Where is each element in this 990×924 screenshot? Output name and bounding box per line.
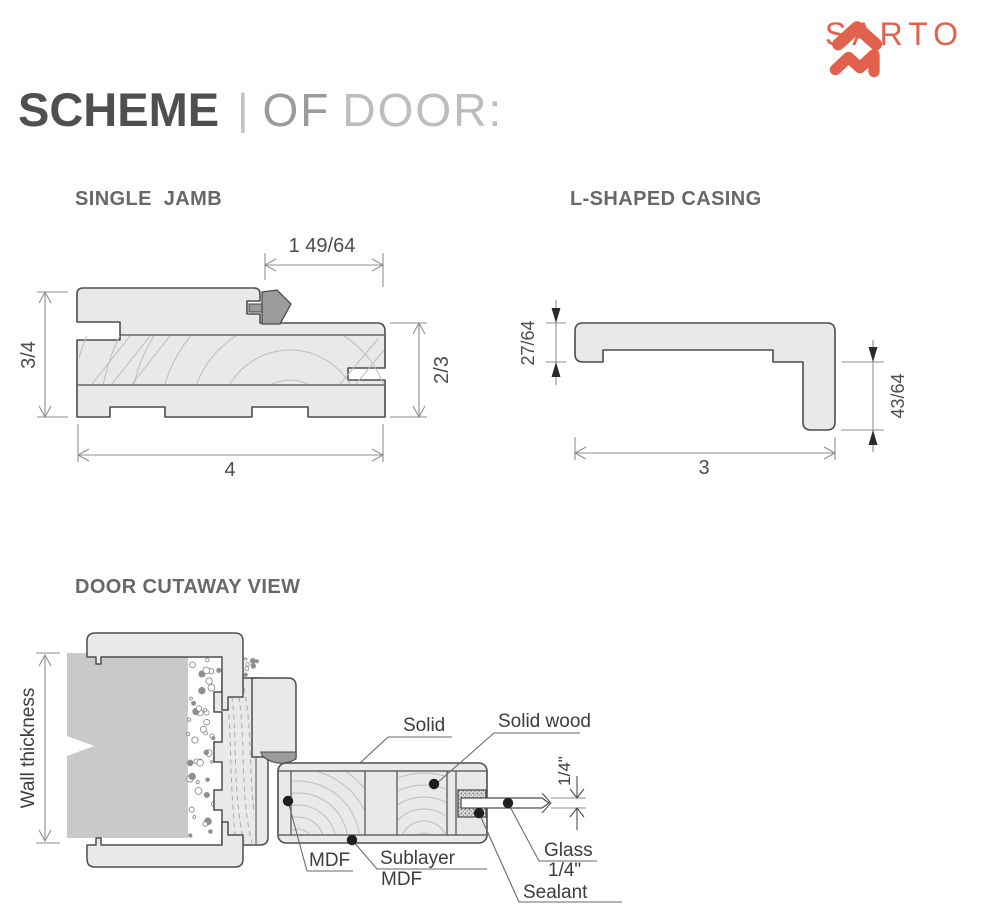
heading-door-cutaway-view: DOOR CUTAWAY VIEW [75,576,301,598]
wall-thickness-label: Wall thickness [18,688,39,809]
glass-label-line1: Glass [544,840,593,861]
sublayer-label-line1: Sublayer [380,848,456,869]
jamb-seal [261,289,292,325]
callout-leaders [287,732,622,903]
jamb-wood-grain [79,336,384,384]
glass-extension-lines [551,797,586,809]
dim-jamb-right [390,321,427,419]
sarto-logo-icon [829,21,882,78]
heading-single-jamb: SINGLE JAMB [75,188,223,210]
door-mdf-grain [292,772,364,834]
dim-jamb-top-value: 1 49/64 [289,235,356,257]
title-main: SCHEME [18,83,220,136]
l-casing-drawing: 27/64 43/64 3 [518,300,908,479]
glass-break-mark [541,792,552,814]
sublayer-label-line2: MDF [381,869,422,890]
l-casing-profile [574,322,836,431]
dim-casing-bottom [573,437,837,460]
marker-sublayer [346,834,358,846]
solid-label: Solid [403,715,445,736]
title-secondary-of: OF [262,84,331,136]
dim-jamb-bottom-value: 4 [224,459,235,481]
cutaway-drawing: 1/4" Wall thickness [18,632,622,903]
wall-break-mark [67,736,94,756]
mdf-label: MDF [309,850,350,871]
dim-casing-left [546,300,566,385]
door-solid-wood-grain [398,772,446,834]
marker-solid-wood [428,778,440,790]
brand-logo: SARTO [825,16,964,78]
dim-wall-thickness [36,652,60,844]
marker-glass [502,797,514,809]
dim-casing-left-value: 27/64 [518,320,538,365]
dim-jamb-left-value: 3/4 [18,341,40,369]
dim-jamb-left [37,290,68,419]
solid-wood-label: Solid wood [498,711,591,732]
marker-sealant [473,807,485,819]
stop-seal [260,751,297,764]
glass-label-line2: 1/4" [548,860,581,881]
dim-jamb-right-value: 2/3 [431,356,453,384]
cutaway-top-casing [86,632,244,711]
callout-markers [282,778,514,846]
single-jamb-profile [76,287,386,418]
sealant-label: Sealant [523,882,588,903]
dim-glass-thickness-value: 1/4" [555,756,574,786]
title-secondary-door: DOOR: [342,84,504,136]
heading-l-shaped-casing: L-SHAPED CASING [570,188,762,210]
marker-mdf [282,795,294,807]
title-separator: | [237,85,249,134]
cutaway-bottom-casing [86,821,244,868]
dim-casing-right [841,340,884,452]
foam-bubbles [186,657,259,838]
dim-glass-thickness [569,776,585,830]
single-jamb-drawing: 1 49/64 3/4 2/3 [18,235,453,481]
dim-casing-bottom-value: 3 [698,457,709,479]
dim-casing-right-value: 43/64 [888,373,908,418]
dim-jamb-top [263,253,385,287]
door-stop [251,677,297,758]
dim-jamb-bottom [76,424,385,462]
